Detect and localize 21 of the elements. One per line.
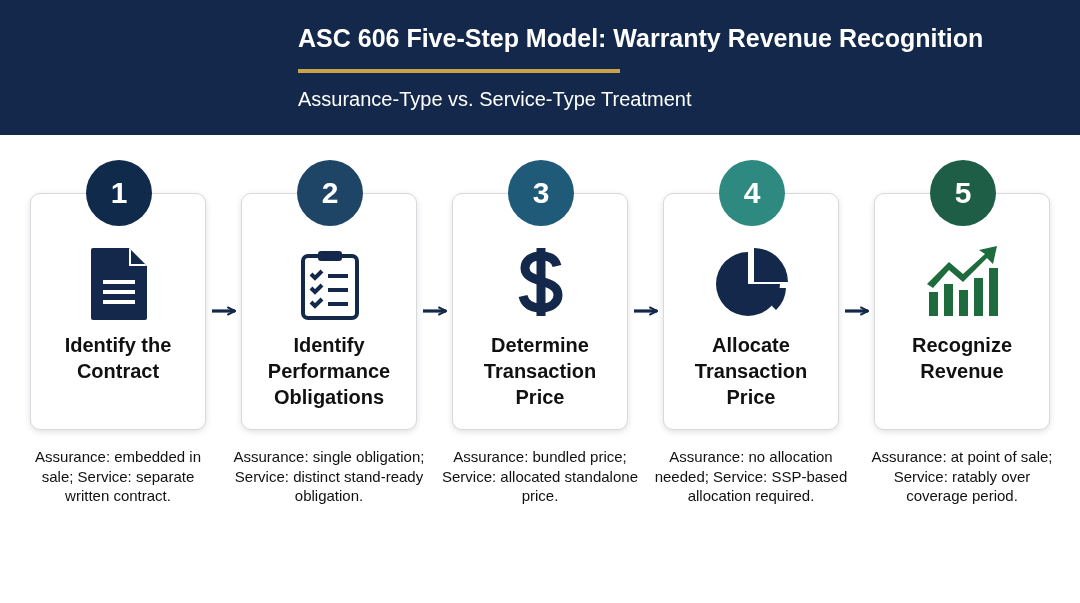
- step-title: Determine Transaction Price: [482, 333, 598, 410]
- step-title: Identify the Contract: [63, 333, 173, 384]
- step-number: 4: [719, 160, 785, 226]
- step-number: 2: [297, 160, 363, 226]
- step-number: 5: [930, 160, 996, 226]
- step-title: Identify Performance Obligations: [266, 333, 392, 410]
- step-description: Assurance: bundled price; Service: allocated standalone price.: [441, 447, 639, 506]
- step-description: Assurance: no allocation needed; Service: SSP-based allocation required.: [653, 447, 849, 506]
- step-description: Assurance: embedded in sale; Service: separate written contract.: [34, 447, 202, 506]
- step-description: Assurance: at point of sale; Service: ratably over coverage period.: [870, 447, 1054, 506]
- step-number: 3: [508, 160, 574, 226]
- step-number: 1: [86, 160, 152, 226]
- title: ASC 606 Five-Step Model: Warranty Revenue Recognition: [298, 24, 984, 53]
- step-title: Allocate Transaction Price: [693, 333, 809, 410]
- subtitle: Assurance-Type vs. Service-Type Treatment: [298, 88, 692, 111]
- arrow: [212, 306, 237, 316]
- arrow: [845, 306, 870, 316]
- arrow: [423, 306, 448, 316]
- step-description: Assurance: single obligation; Service: distinct stand-ready obligation.: [232, 447, 426, 506]
- arrow: [634, 306, 659, 316]
- step-title: Recognize Revenue: [911, 333, 1013, 384]
